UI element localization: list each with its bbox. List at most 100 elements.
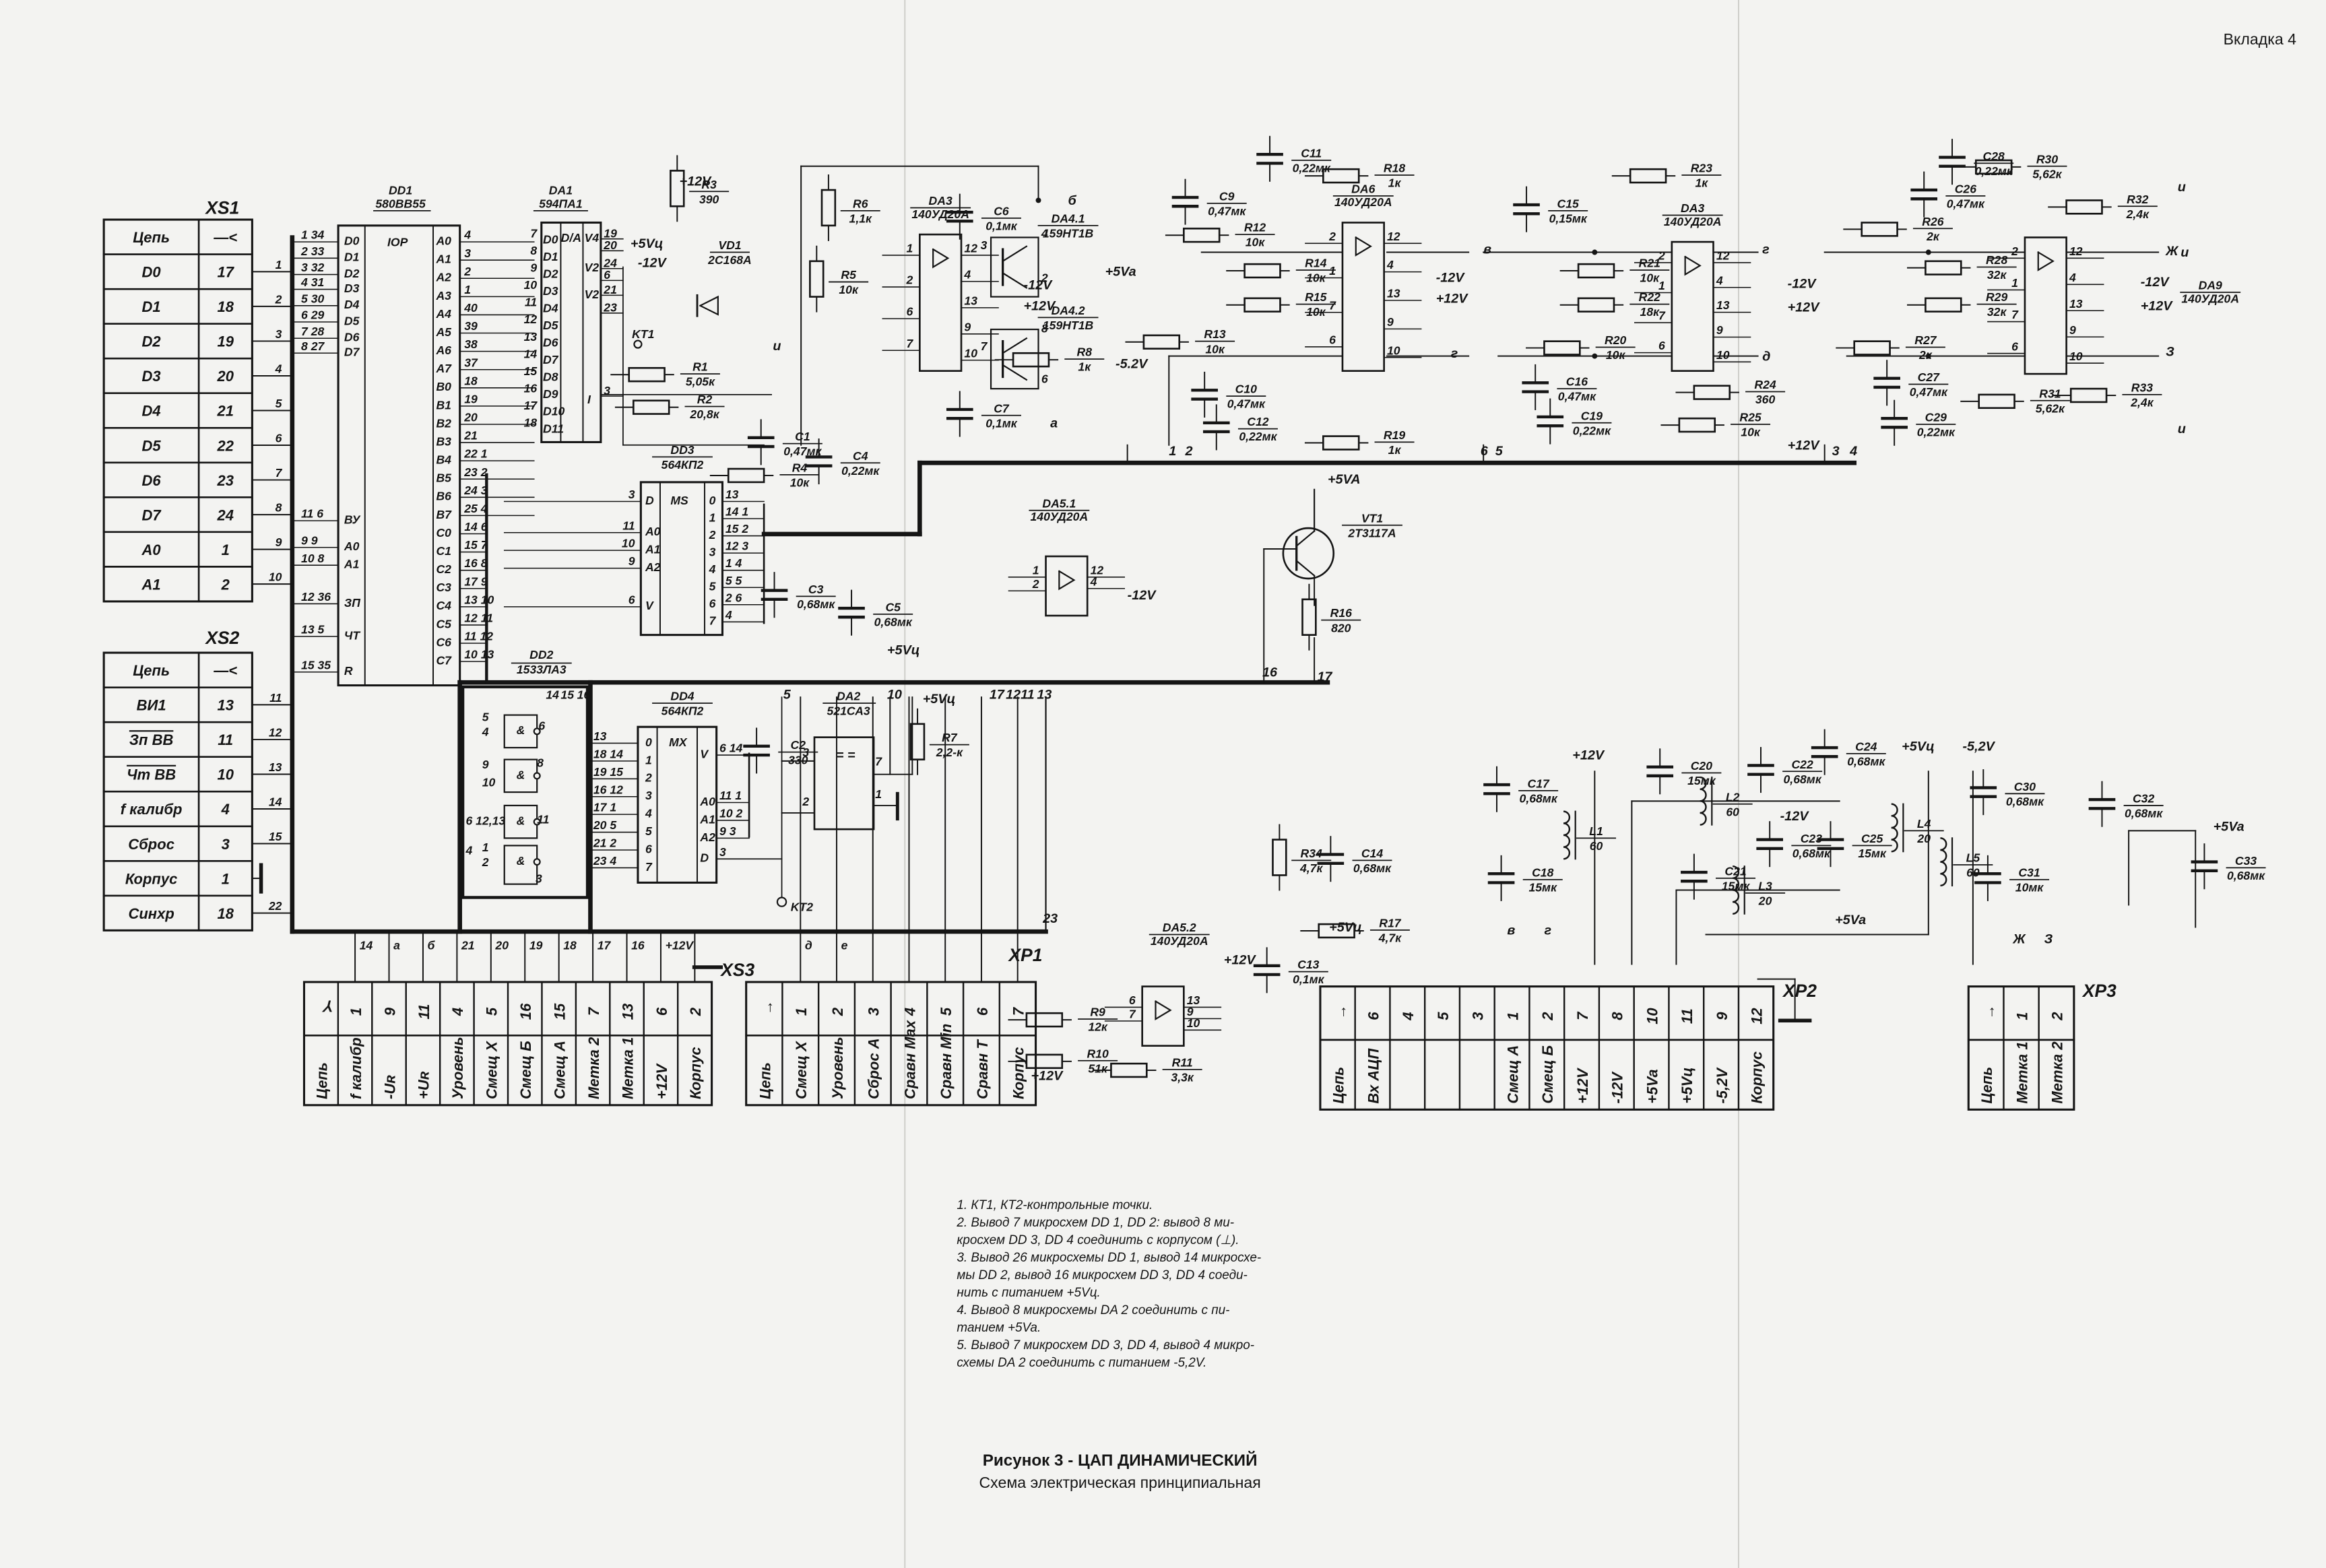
connector-pin: 3 <box>1470 1012 1487 1020</box>
connector-pin: 1 <box>222 870 230 887</box>
pin-number: 7 <box>907 337 914 350</box>
component-ref: L3 <box>1758 879 1772 892</box>
connector-pin: 6 <box>974 1007 991 1016</box>
connector-pin: ↑ <box>1340 1003 1347 1020</box>
wire <box>1295 560 1316 577</box>
component-value: 0,68мк <box>1847 754 1885 768</box>
connector-pin: 2 <box>221 576 230 593</box>
component-ref: C7 <box>994 401 1010 415</box>
pin-label: D2 <box>543 267 558 280</box>
pin-number: 13 <box>1187 993 1200 1007</box>
component-ref: C9 <box>1219 189 1235 203</box>
connector-pin: 7 <box>1574 1011 1591 1020</box>
pin-number: 12 36 <box>301 590 331 603</box>
pin-number: 2 <box>1328 230 1336 243</box>
net-label: u <box>2178 422 2186 436</box>
connector-pin: 9 <box>1714 1012 1731 1020</box>
component-value: 0,47мк <box>1227 397 1266 411</box>
component-value: 51к <box>1088 1061 1108 1075</box>
note-line: 4. Вывод 8 микросхемы DA 2 соединить с п… <box>957 1303 1229 1317</box>
transistor-type: 2Т3117А <box>1347 526 1396 540</box>
net-label: +5Vц <box>1902 739 1935 754</box>
chip-type: 564КП2 <box>661 705 704 718</box>
connector-signal: Цепь <box>313 1062 330 1099</box>
connector-signal: Сравн Max <box>901 1020 918 1099</box>
pin-number: 13 5 <box>301 622 324 636</box>
net-label: 6 <box>1481 444 1489 459</box>
component-ref: C3 <box>808 583 824 596</box>
resistor-symbol <box>1693 385 1731 400</box>
component-ref: C14 <box>1361 847 1384 860</box>
inductor-coil <box>1891 839 1898 853</box>
component-value: 60 <box>1726 805 1739 818</box>
connector-pin: 5 <box>1435 1012 1452 1020</box>
connector-signal: f калибр <box>121 801 183 818</box>
chip-type: 521СА3 <box>827 705 870 718</box>
chip-function: MX <box>669 736 688 749</box>
component-value: 10к <box>1640 271 1660 285</box>
chip-da2 <box>813 736 875 830</box>
pin-label: A0 <box>344 540 360 553</box>
and-symbol: & <box>517 814 525 828</box>
pin-number: 10 <box>622 537 635 550</box>
pin-number: 2 <box>1032 577 1039 591</box>
component-value: 0,68мк <box>1353 861 1392 875</box>
junction-dot <box>1592 353 1598 359</box>
connector-pin: 4 <box>449 1008 466 1016</box>
component-ref: R11 <box>1172 1056 1193 1070</box>
component-ref: C23 <box>1801 832 1823 845</box>
pin-number: 19 15 <box>593 765 623 779</box>
component-ref: R28 <box>1986 253 2008 267</box>
chip-dd4 <box>637 725 718 884</box>
component-value: 1к <box>1695 176 1709 190</box>
net-label: u <box>2180 245 2189 260</box>
connector-pin: 12 <box>1749 1008 1766 1024</box>
wire-number: 5 <box>276 397 282 410</box>
component-ref: R29 <box>1986 290 2008 304</box>
inductor-coil <box>1700 788 1707 802</box>
pin-label: D4 <box>344 298 360 311</box>
pin-label: D7 <box>543 353 559 366</box>
connector-pin: 2 <box>687 1007 704 1016</box>
component-ref: R34 <box>1301 847 1323 860</box>
pin-label: V4 <box>585 231 600 244</box>
pin-number: 24 3 <box>463 484 487 497</box>
pin-number: 2 33 <box>300 244 324 258</box>
pin-number: 6 14 <box>719 742 742 755</box>
resistor-symbol <box>1577 263 1615 279</box>
pin-label: 6 <box>709 597 716 610</box>
pin-number: 15 7 <box>464 538 488 552</box>
component-ref: R16 <box>1330 606 1353 620</box>
pin-number: 15 <box>560 688 574 701</box>
net-label: +5VA <box>1328 472 1361 487</box>
connector-signal: Цепь <box>133 662 170 679</box>
pin-label: C3 <box>436 581 451 594</box>
component-ref: C21 <box>1724 864 1746 878</box>
resistor-symbol <box>820 189 837 227</box>
net-label: -12V <box>1788 276 1817 291</box>
pin-label: ЗП <box>344 596 360 610</box>
pin-label: C5 <box>436 617 451 630</box>
transistor-type: 159НТ1В <box>1043 319 1094 332</box>
pin-number: 4 <box>1041 227 1048 240</box>
pin-number: 18 14 <box>593 747 623 760</box>
pin-number: 11 <box>525 296 537 309</box>
resistor-symbol <box>1629 168 1667 184</box>
chip-type: 564КП2 <box>661 458 704 471</box>
pin-number: 2 <box>1658 249 1665 263</box>
pin-number: 8 <box>530 244 537 257</box>
pin-label: D9 <box>543 387 558 401</box>
net-label: -12V <box>2141 275 2170 290</box>
component-ref: R9 <box>1090 1006 1105 1019</box>
pin-label: A1 <box>344 558 360 571</box>
connector-signal: D1 <box>142 298 161 315</box>
pin-number: 4 <box>1716 273 1723 287</box>
connector-name: XS3 <box>719 960 754 980</box>
inversion-bubble <box>533 772 541 780</box>
connector-signal: -5,2V <box>1714 1067 1731 1104</box>
pin-number: 4 <box>463 228 471 242</box>
net-label: а <box>1050 416 1058 430</box>
component-value: 5,62к <box>2032 167 2062 181</box>
opamp-triangle-icon <box>1058 570 1076 591</box>
